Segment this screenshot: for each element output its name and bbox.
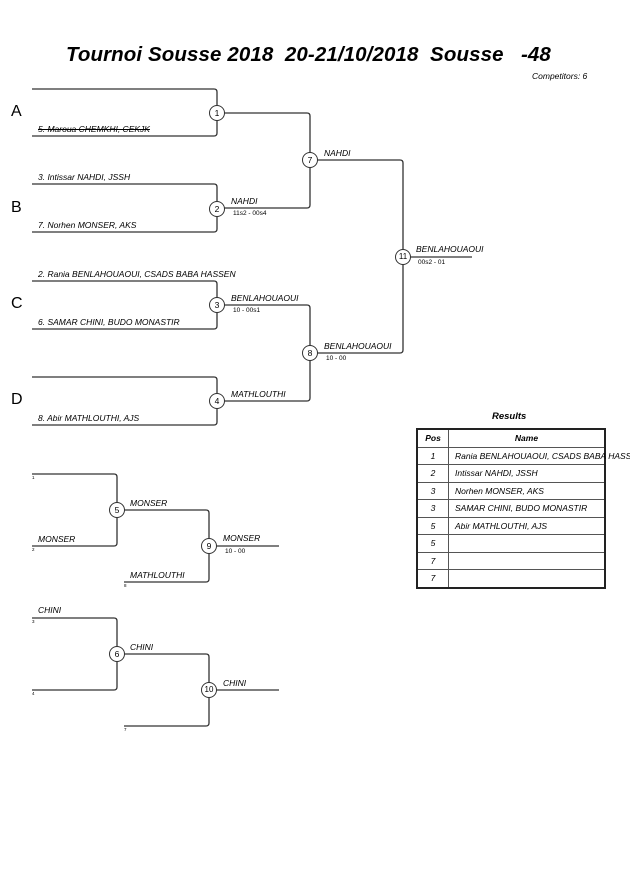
results-pos: 7: [416, 551, 449, 570]
results-header-pos: Pos: [416, 428, 449, 448]
match-7-winner: NAHDI: [324, 148, 351, 158]
pool-label-d: D: [11, 391, 23, 408]
match-node-3[interactable]: 3: [209, 297, 225, 313]
results-title: Results: [492, 411, 527, 422]
competitor-samar-chini: 6. SAMAR CHINI, BUDO MONASTIR: [38, 317, 180, 327]
line-m3-m8: [224, 304, 311, 402]
match-node-4[interactable]: 4: [209, 393, 225, 409]
results-header-row: Pos Name: [416, 428, 606, 448]
match-11-score: 00s2 - 01: [418, 259, 446, 266]
results-name: [448, 569, 606, 588]
pool-label-a: A: [11, 103, 22, 120]
results-pos: 2: [416, 464, 449, 483]
results-name: SAMAR CHINI, BUDO MONASTIR: [448, 499, 606, 518]
match-6-winner: CHINI: [130, 642, 154, 652]
line-m6: [32, 617, 118, 691]
match-node-1[interactable]: 1: [209, 105, 225, 121]
line-m7-m8-final: [317, 159, 404, 354]
match-3-score: 10 - 00s1: [233, 307, 261, 314]
competitor-maroua-chemkhi: 5. Maroua CHEMKHI, CEKJK: [38, 124, 150, 134]
match-node-6[interactable]: 6: [109, 646, 125, 662]
results-name: Norhen MONSER, AKS: [448, 481, 606, 500]
results-name: Rania BENLAHOUAOUI, CSADS BABA HASSEN: [448, 446, 630, 465]
results-pos: 5: [416, 516, 449, 535]
match-2-winner: NAHDI: [231, 196, 258, 206]
match-11-winner: BENLAHOUAOUI: [416, 244, 484, 254]
match-node-9[interactable]: 9: [201, 538, 217, 554]
match-node-8[interactable]: 8: [302, 345, 318, 361]
page-title: Tournoi Sousse 2018 20-21/10/2018 Sousse…: [66, 43, 551, 66]
results-name: Intissar NAHDI, JSSH: [448, 464, 606, 483]
competitor-norhen-monser: 7. Norhen MONSER, AKS: [38, 220, 137, 230]
competitor-rania-benlahouaoui: 2. Rania BENLAHOUAOUI, CSADS BABA HASSEN: [38, 269, 236, 279]
results-pos: 3: [416, 499, 449, 518]
results-table: Pos Name 1 Rania BENLAHOUAOUI, CSADS BAB…: [416, 428, 630, 589]
seed-2: 2: [32, 547, 35, 552]
results-name: [448, 534, 606, 553]
match-10-winner: CHINI: [223, 678, 247, 688]
match-3-winner: BENLAHOUAOUI: [231, 293, 299, 303]
results-pos: 1: [416, 446, 449, 465]
match-5-winner: MONSER: [130, 498, 168, 508]
seed-1: 1: [32, 475, 35, 480]
repechage-6-top-entry: CHINI: [38, 605, 62, 615]
match-4-winner: MATHLOUTHI: [231, 389, 286, 399]
competitor-abir-mathlouthi: 8. Abir MATHLOUTHI, AJS: [38, 413, 140, 423]
results-pos: 5: [416, 534, 449, 553]
line-m1-m7: [224, 112, 311, 209]
line-m6-m10: [124, 653, 210, 727]
seed-7: 7: [124, 727, 127, 732]
results-name: [448, 551, 606, 570]
results-row: 7: [416, 569, 606, 588]
match-node-5[interactable]: 5: [109, 502, 125, 518]
match-2-score: 11s2 - 00s4: [233, 210, 267, 217]
match-8-score: 10 - 00: [326, 355, 347, 362]
match-9-score: 10 - 00: [225, 548, 246, 555]
pool-label-c: C: [11, 295, 23, 312]
repechage-9-bottom-entry: MATHLOUTHI: [130, 570, 185, 580]
match-node-11[interactable]: 11: [395, 249, 411, 265]
results-pos: 3: [416, 481, 449, 500]
match-9-winner: MONSER: [223, 533, 261, 543]
match-8-winner: BENLAHOUAOUI: [324, 341, 392, 351]
pool-label-b: B: [11, 199, 22, 216]
seed-3: 3: [32, 619, 35, 624]
match-node-2[interactable]: 2: [209, 201, 225, 217]
seed-8: 8: [124, 583, 127, 588]
results-row: 1 Rania BENLAHOUAOUI, CSADS BABA HASSEN: [416, 446, 630, 465]
match-node-7[interactable]: 7: [302, 152, 318, 168]
results-name: Abir MATHLOUTHI, AJS: [448, 516, 606, 535]
results-row: 5: [416, 534, 606, 553]
results-pos: 7: [416, 569, 449, 588]
seed-4: 4: [32, 691, 35, 696]
repechage-5-bottom-entry: MONSER: [38, 534, 76, 544]
match-node-10[interactable]: 10: [201, 682, 217, 698]
competitor-count: Competitors: 6: [532, 71, 588, 81]
competitor-intissar-nahdi: 3. Intissar NAHDI, JSSH: [38, 172, 131, 182]
results-row: 7: [416, 551, 606, 570]
results-header-name: Name: [448, 428, 606, 448]
